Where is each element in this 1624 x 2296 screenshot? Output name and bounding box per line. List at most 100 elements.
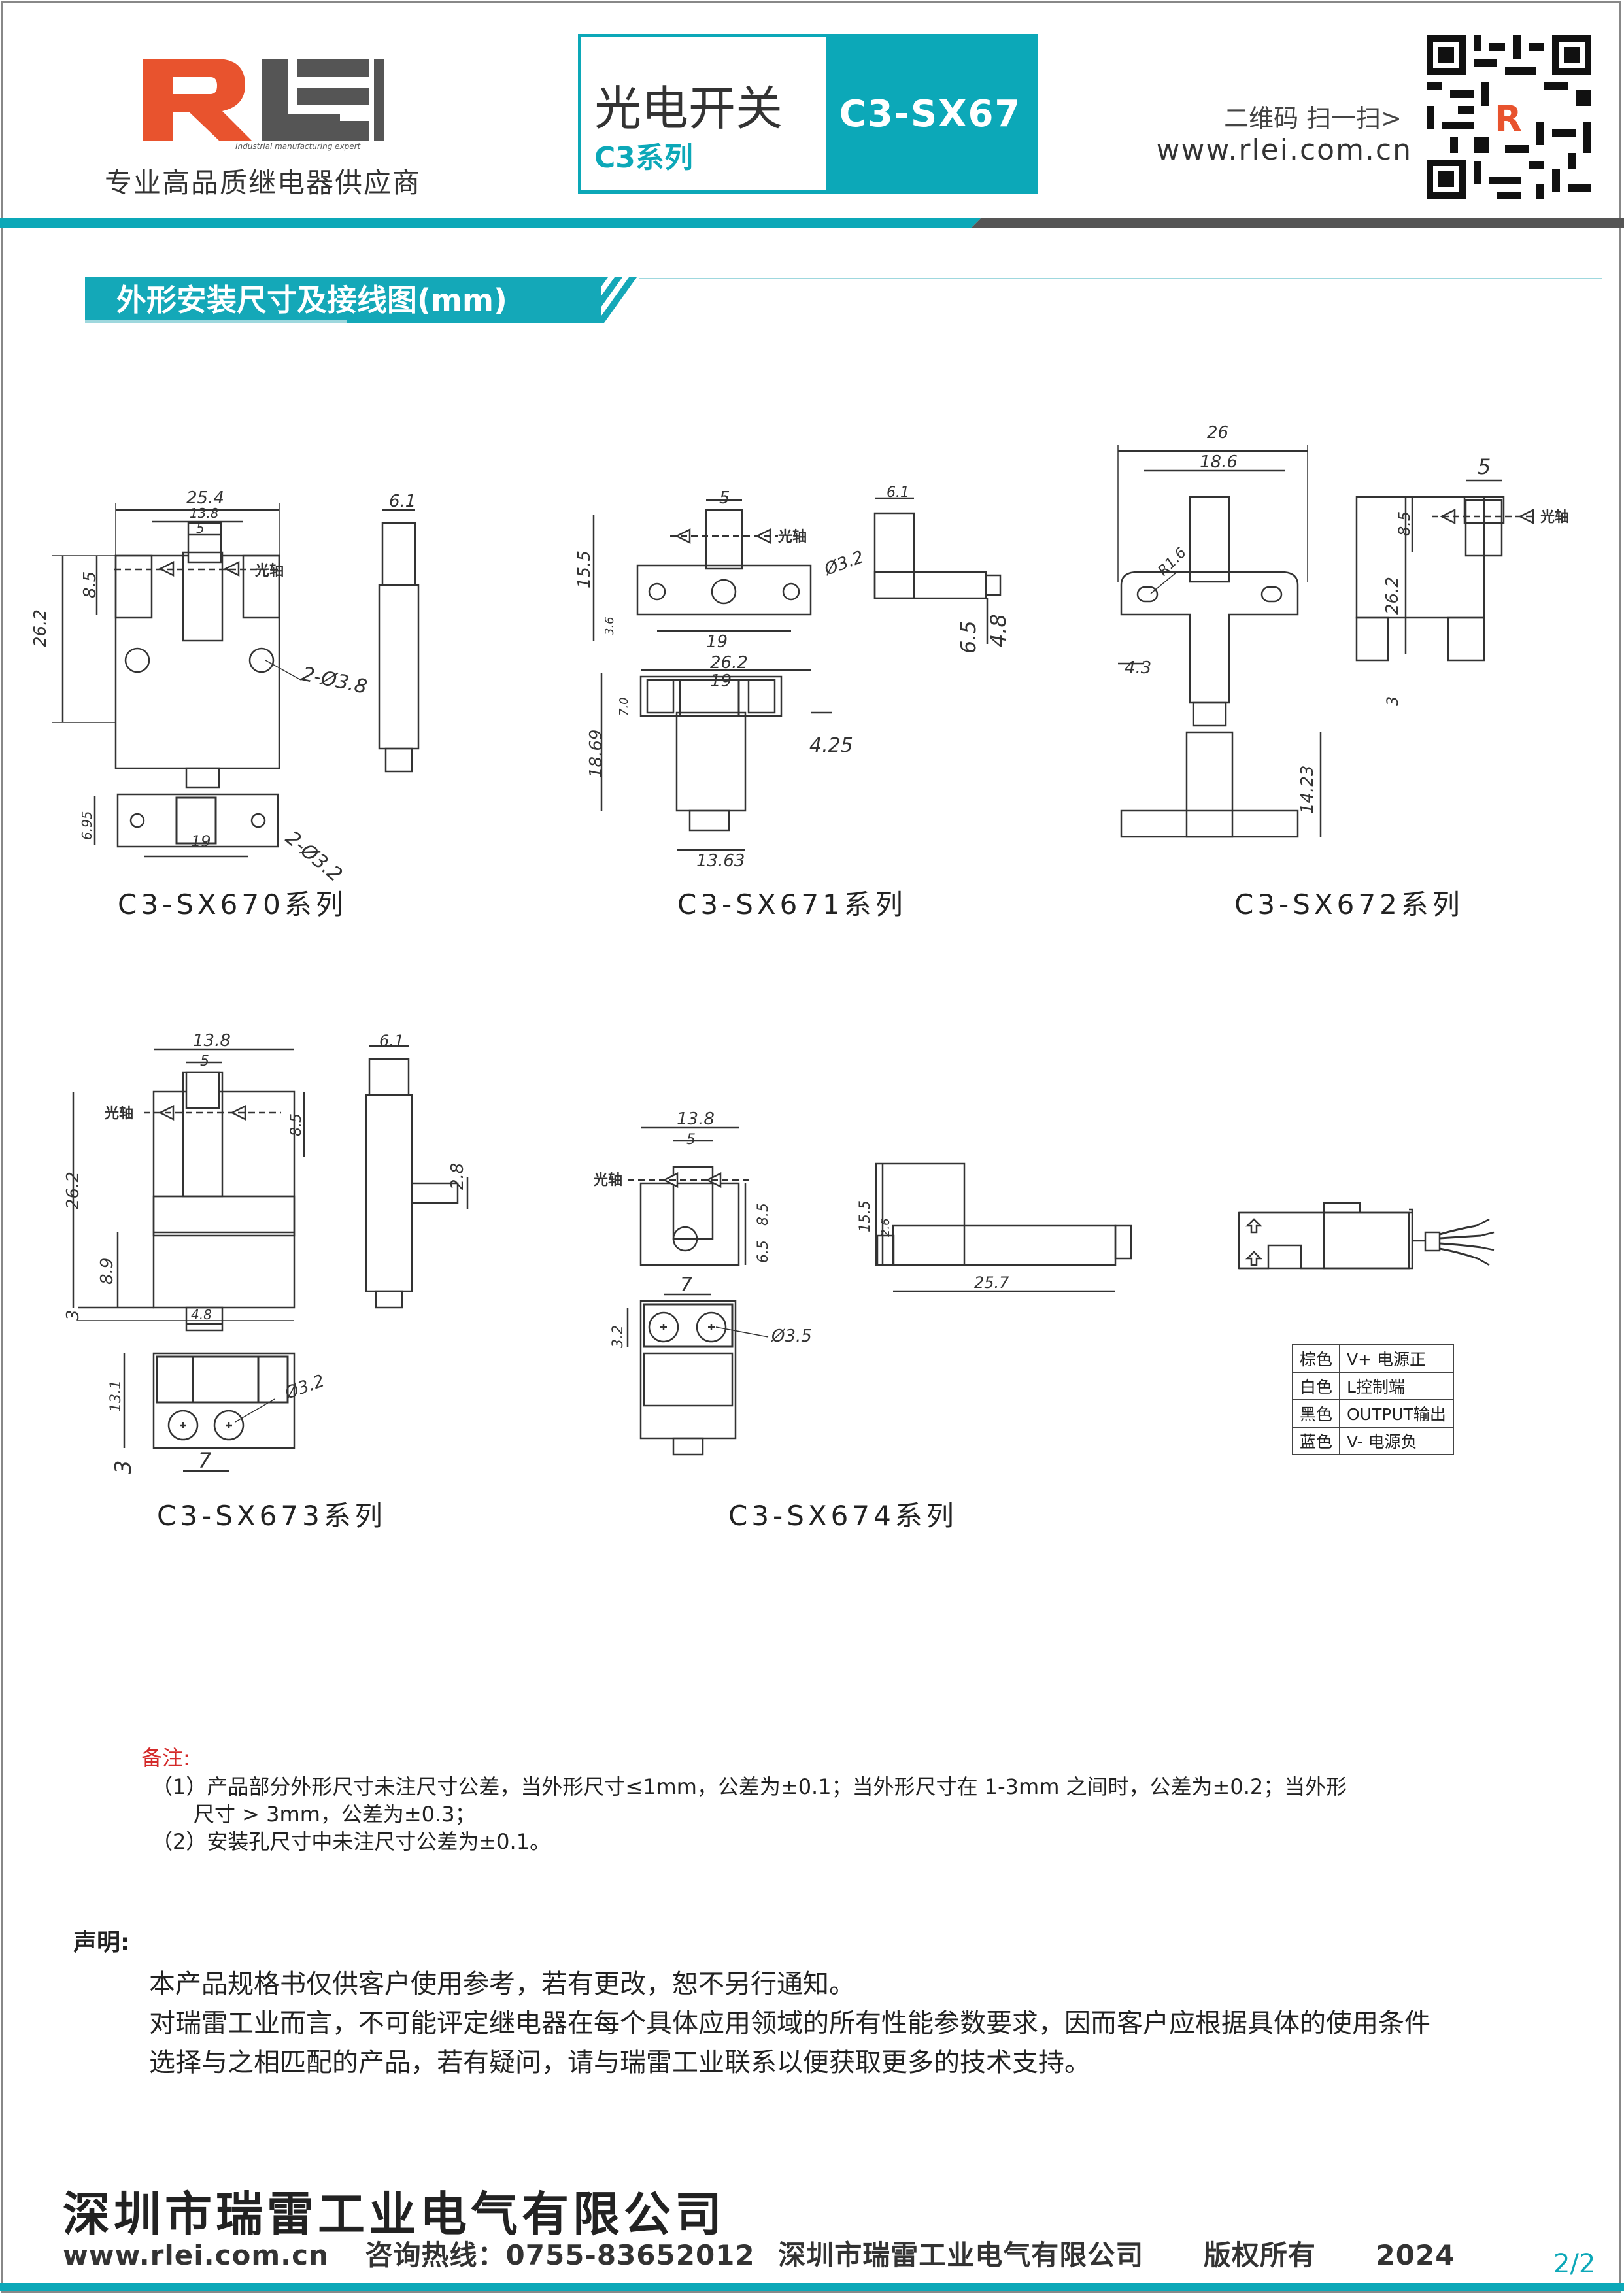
model-number: C3-SX67 <box>826 37 1035 190</box>
svg-text:Ø3.2: Ø3.2 <box>282 1371 327 1404</box>
note-item: 尺寸 > 3mm，公差为±0.3； <box>194 1802 476 1827</box>
svg-text:5: 5 <box>719 488 730 508</box>
section-title: 外形安装尺寸及接线图(mm) <box>85 277 601 323</box>
svg-text:26.2: 26.2 <box>31 609 50 647</box>
svg-text:2.6: 2.6 <box>879 1218 892 1237</box>
svg-text:19: 19 <box>706 632 728 652</box>
svg-text:13.8: 13.8 <box>190 505 219 521</box>
svg-text:4.25: 4.25 <box>809 734 853 757</box>
svg-text:6.1: 6.1 <box>379 1032 404 1050</box>
svg-text:26.2: 26.2 <box>710 653 748 673</box>
svg-text:6.1: 6.1 <box>389 492 416 511</box>
footer-company: 深圳市瑞雷工业电气有限公司 <box>778 2239 1144 2271</box>
diagram-sx674: 13.8 5 光轴 8.5 6.5 7 3.2 Ø3.5 15.5 2.6 25… <box>593 1109 1132 1456</box>
svg-text:6.5: 6.5 <box>755 1240 771 1263</box>
declaration-line: 选择与之相匹配的产品，若有疑问，请与瑞雷工业联系以便获取更多的技术支持。 <box>149 2048 1091 2078</box>
caption-sx670: C3-SX670系列 <box>118 888 347 920</box>
header-website[interactable]: www.rlei.com.cn <box>1156 133 1412 167</box>
qr-label: 二维码 扫一扫> <box>1224 104 1402 133</box>
footer-info: www.rlei.com.cn 咨询热线：0755-83652012 深圳市瑞雷… <box>63 2233 1455 2273</box>
svg-text:4.8: 4.8 <box>191 1307 212 1323</box>
qr-code-icon[interactable]: R <box>1427 35 1591 199</box>
caption-sx672: C3-SX672系列 <box>1234 888 1464 920</box>
declaration-heading: 声明: <box>73 1929 130 1956</box>
svg-text:4.3: 4.3 <box>1125 658 1151 678</box>
svg-text:R: R <box>1495 98 1522 139</box>
svg-text:6.5: 6.5 <box>956 620 981 654</box>
footer-hotline: 咨询热线：0755-83652012 <box>365 2239 755 2271</box>
svg-text:8.5: 8.5 <box>1395 511 1413 536</box>
wire-function: OUTPUT输出 <box>1339 1399 1454 1428</box>
svg-text:3: 3 <box>63 1309 83 1321</box>
diagram-sx672: 26 18.6 R1.6 4.3 5 光轴 8.5 26.2 3 14.23 <box>1117 423 1569 838</box>
svg-text:光轴: 光轴 <box>254 562 284 579</box>
svg-text:7: 7 <box>680 1274 692 1296</box>
wire-color: 棕色 <box>1291 1344 1341 1373</box>
svg-text:3: 3 <box>110 1460 137 1474</box>
svg-text:2.8: 2.8 <box>448 1163 467 1190</box>
svg-text:光轴: 光轴 <box>777 528 807 545</box>
footer-copyright: 版权所有 <box>1203 2239 1316 2271</box>
footer-website[interactable]: www.rlei.com.cn <box>63 2239 329 2271</box>
title-box: 光电开关 C3系列 C3-SX67 <box>578 34 1038 194</box>
footer-stripe <box>0 2283 1624 2291</box>
svg-text:3: 3 <box>1383 696 1402 706</box>
svg-text:26: 26 <box>1207 423 1228 443</box>
svg-text:光轴: 光轴 <box>593 1172 622 1189</box>
svg-text:5: 5 <box>196 520 205 536</box>
caption-sx673: C3-SX673系列 <box>157 1500 386 1532</box>
wire-function: V- 电源负 <box>1339 1427 1454 1455</box>
svg-text:Ø3.5: Ø3.5 <box>771 1326 812 1346</box>
wire-function: L控制端 <box>1339 1372 1454 1400</box>
svg-text:13.1: 13.1 <box>108 1380 124 1412</box>
svg-text:19: 19 <box>710 671 732 691</box>
svg-text:8.5: 8.5 <box>288 1113 305 1136</box>
svg-text:25.4: 25.4 <box>186 488 224 508</box>
svg-text:3.2: 3.2 <box>610 1325 626 1348</box>
caption-sx671: C3-SX671系列 <box>677 888 907 920</box>
note-item: （2）安装孔尺寸中未注尺寸公差为±0.1。 <box>152 1829 551 1854</box>
declaration-line: 本产品规格书仅供客户使用参考，若有更改，恕不另行通知。 <box>149 1969 855 1999</box>
svg-text:2-Ø3.8: 2-Ø3.8 <box>299 663 369 699</box>
svg-text:8.5: 8.5 <box>80 571 100 598</box>
svg-text:光轴: 光轴 <box>104 1105 133 1122</box>
logo-tagline: Industrial manufacturing expert <box>235 142 362 151</box>
svg-text:5: 5 <box>686 1132 696 1148</box>
svg-text:5: 5 <box>1478 454 1491 479</box>
svg-text:26.2: 26.2 <box>63 1172 83 1209</box>
company-name: 深圳市瑞雷工业电气有限公司 <box>63 2187 726 2242</box>
series-name: C3系列 <box>594 141 693 175</box>
wire-color: 蓝色 <box>1291 1427 1341 1455</box>
svg-text:19: 19 <box>191 832 211 851</box>
svg-text:7.0: 7.0 <box>617 697 631 716</box>
product-name: 光电开关 <box>594 81 783 136</box>
svg-text:14.23: 14.23 <box>1298 766 1317 814</box>
wire-color: 白色 <box>1291 1372 1341 1400</box>
svg-text:13.63: 13.63 <box>696 851 745 871</box>
svg-text:18.69: 18.69 <box>586 730 606 778</box>
wire-function: V+ 电源正 <box>1339 1344 1454 1373</box>
notes-heading: 备注: <box>141 1746 190 1770</box>
svg-text:光轴: 光轴 <box>1540 509 1569 526</box>
section-title-decoration <box>569 277 1602 323</box>
diagram-sx671: 5 光轴 15.5 Ø3.2 3.6 19 6.1 6.5 4.8 26.2 1… <box>575 484 1011 871</box>
wiring-diagram <box>1238 1202 1495 1270</box>
wire-color: 黑色 <box>1291 1399 1341 1428</box>
svg-text:4.8: 4.8 <box>986 614 1011 647</box>
svg-text:26.2: 26.2 <box>1383 577 1402 615</box>
svg-text:3.6: 3.6 <box>603 616 617 635</box>
svg-text:7: 7 <box>198 1448 212 1473</box>
svg-text:Ø3.2: Ø3.2 <box>821 547 866 580</box>
svg-text:18.6: 18.6 <box>1200 452 1238 472</box>
svg-text:13.8: 13.8 <box>193 1031 231 1051</box>
svg-text:25.7: 25.7 <box>974 1274 1009 1292</box>
svg-text:15.5: 15.5 <box>575 550 594 588</box>
svg-text:13.8: 13.8 <box>677 1109 715 1129</box>
slogan: 专业高品质继电器供应商 <box>105 167 422 199</box>
note-item: （1）产品部分外形尺寸未注尺寸公差，当外形尺寸≤1mm，公差为±0.1；当外形尺… <box>152 1774 1347 1799</box>
